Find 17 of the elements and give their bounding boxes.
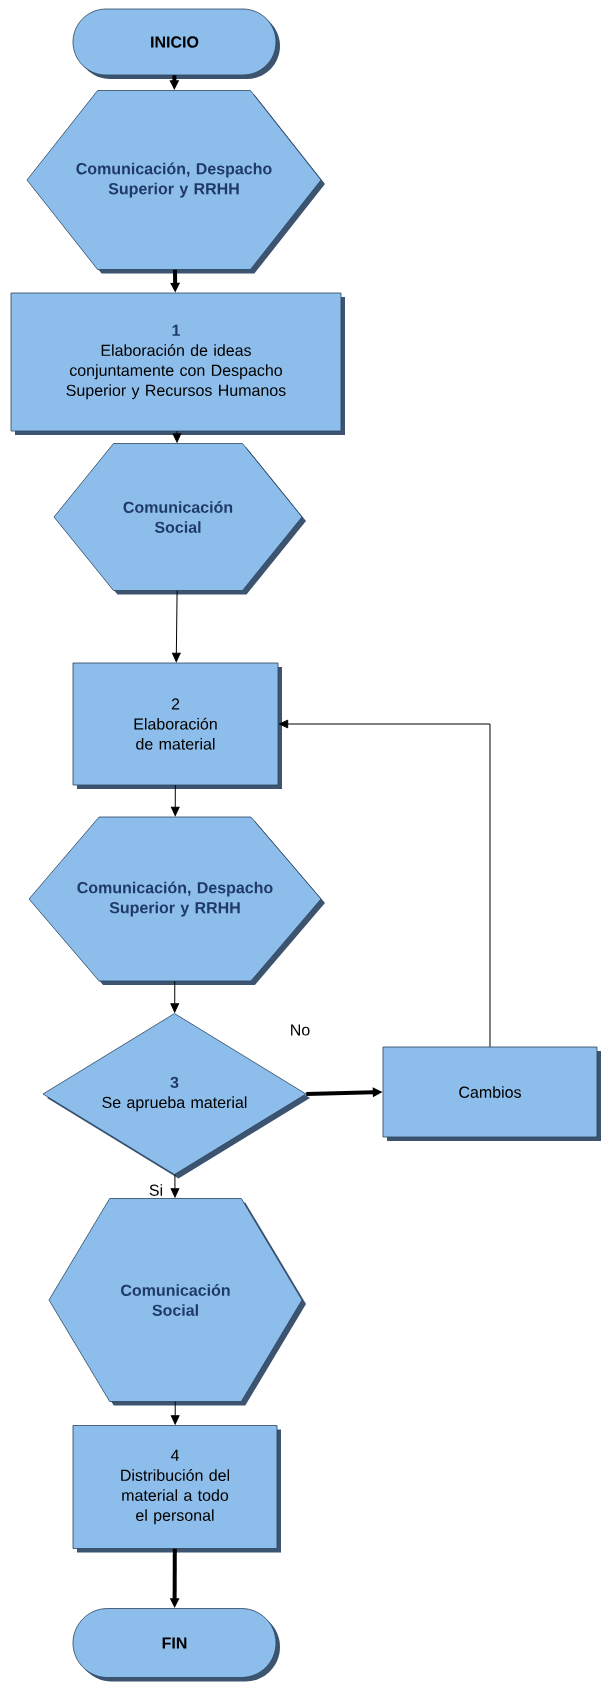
arrow — [278, 719, 491, 1048]
arrow — [170, 1174, 180, 1198]
process-box: 2 Elaboración de material — [72, 662, 282, 789]
arrow — [172, 430, 182, 443]
preparation-hexagon: Comunicación Social — [53, 443, 306, 595]
process-box: Cambios — [382, 1046, 601, 1141]
preparation-hexagon: Comunicación, Despacho Superior y RRHH — [26, 90, 325, 274]
edge-label: Si — [149, 1184, 163, 1196]
edge-label: No — [291, 1024, 310, 1036]
process-box: 1 Elaboración de ideas conjuntamente con Despacho Superior y Recursos Humanos — [10, 292, 345, 435]
arrow — [172, 590, 181, 663]
arrow — [170, 980, 180, 1013]
process-box: 4 Distribución del material a todo el personal — [72, 1425, 281, 1553]
preparation-hexagon: Comunicación, Despacho Superior y RRHH — [28, 816, 325, 985]
arrow — [170, 784, 180, 817]
preparation-hexagon: Comunicación Social — [48, 1198, 306, 1406]
arrow — [170, 1401, 180, 1425]
